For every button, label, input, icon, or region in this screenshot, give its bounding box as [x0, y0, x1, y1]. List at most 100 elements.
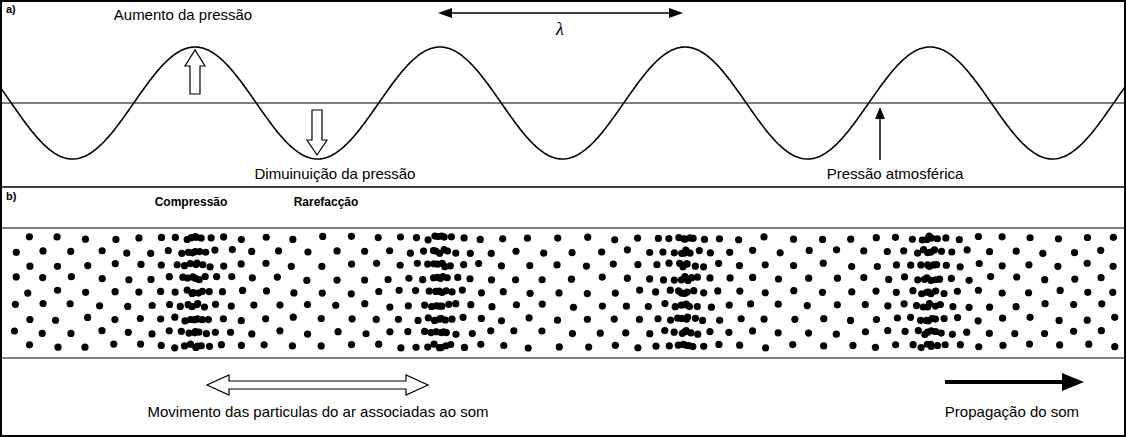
air-particle [263, 287, 270, 294]
air-particle [738, 315, 745, 322]
air-particle [460, 261, 467, 268]
air-particle [539, 276, 546, 283]
air-particle [774, 329, 781, 336]
air-particle [290, 314, 297, 321]
air-particle [555, 289, 562, 296]
air-particle [488, 250, 495, 257]
air-particle [447, 262, 454, 269]
air-particle [13, 273, 20, 280]
air-particle [177, 303, 184, 310]
air-particle [158, 234, 165, 241]
air-particle [412, 287, 419, 294]
air-particle [478, 315, 485, 322]
air-particle [386, 328, 393, 335]
air-particle [700, 289, 707, 296]
air-particle [420, 248, 427, 255]
air-particle [171, 314, 178, 321]
air-particle [975, 287, 982, 294]
wavelength-symbol: λ [556, 19, 564, 40]
air-particle [448, 316, 455, 323]
air-particle [1098, 327, 1105, 334]
air-particle [166, 327, 173, 334]
air-particle [201, 303, 208, 310]
air-particle [932, 288, 939, 295]
air-particle [166, 273, 173, 280]
air-particle [726, 274, 733, 281]
air-particle [208, 234, 215, 241]
air-particle [597, 330, 604, 337]
wavelength-arrowhead [438, 8, 452, 18]
air-particle [348, 260, 355, 267]
air-particle [333, 247, 340, 254]
air-particle [684, 289, 691, 296]
air-particle [900, 300, 907, 307]
air-particle [178, 250, 185, 257]
air-particle [820, 260, 827, 267]
air-particle [893, 289, 900, 296]
air-particle [584, 290, 591, 297]
air-particle [687, 329, 694, 336]
air-particle [99, 247, 106, 254]
air-particle [375, 234, 382, 241]
air-particle [873, 316, 880, 323]
air-particle [931, 246, 938, 253]
air-particle [412, 344, 419, 351]
air-particle [777, 249, 784, 256]
air-particle [125, 276, 132, 283]
air-particle [692, 263, 699, 270]
air-particle [762, 289, 769, 296]
air-particle [218, 341, 225, 348]
air-particle [488, 303, 495, 310]
air-particle [499, 235, 506, 242]
air-particle [805, 330, 812, 337]
air-particle [397, 262, 404, 269]
air-particle [82, 236, 89, 243]
air-particle [790, 236, 797, 243]
air-particle [583, 262, 590, 269]
air-particle [205, 316, 212, 323]
air-particle [124, 303, 131, 310]
air-particle [304, 330, 311, 337]
air-particle [941, 315, 948, 322]
air-particle [26, 341, 33, 348]
air-particle [1013, 248, 1020, 255]
air-particle [261, 341, 268, 348]
propagation-arrow [945, 380, 1066, 384]
air-particle [646, 249, 653, 256]
air-particle [149, 302, 156, 309]
air-particle [790, 262, 797, 269]
air-particle [540, 249, 547, 256]
air-particle [147, 276, 154, 283]
air-particle [219, 288, 226, 295]
air-particle [1084, 234, 1091, 241]
air-particle [426, 288, 433, 295]
air-particle [238, 260, 245, 267]
air-particle [229, 246, 236, 253]
air-particle [762, 344, 769, 351]
air-particle [413, 234, 420, 241]
air-particle [736, 342, 743, 349]
air-particle [975, 233, 982, 240]
air-particle [319, 233, 326, 240]
air-particle [421, 301, 428, 308]
air-particle [84, 314, 91, 321]
air-particle [442, 316, 449, 323]
air-particle [373, 260, 380, 267]
air-particle [512, 248, 519, 255]
air-particle [397, 344, 404, 351]
air-particle [909, 287, 916, 294]
air-particle [448, 288, 455, 295]
air-particle [584, 316, 591, 323]
air-particle [907, 262, 914, 269]
air-particle [760, 316, 767, 323]
air-particle [172, 234, 179, 241]
air-particle [874, 263, 881, 270]
air-particle [910, 341, 917, 348]
air-particle [611, 315, 618, 322]
air-particle [949, 303, 956, 310]
air-particle [936, 276, 943, 283]
air-particle [178, 328, 185, 335]
air-particle [39, 247, 46, 254]
air-particle [110, 340, 117, 347]
tube-wall [0, 227, 1126, 228]
